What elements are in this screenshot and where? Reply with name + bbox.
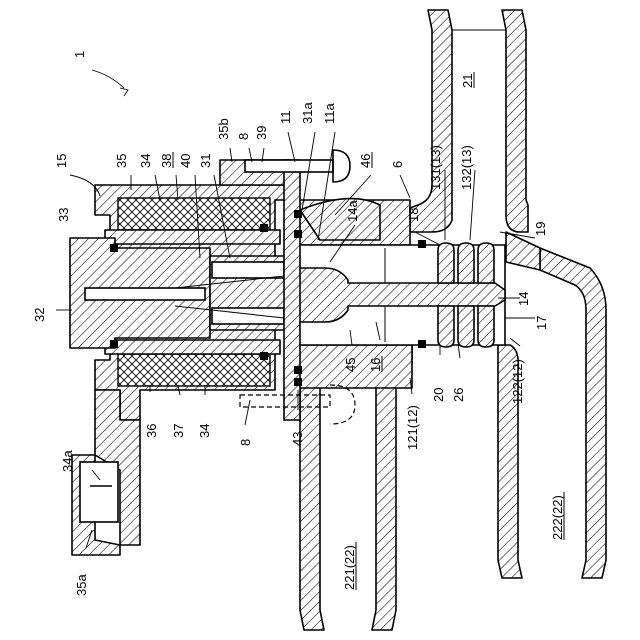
label-33: 33 [56,208,71,222]
label-36: 36 [144,424,159,438]
label-122-12: 122(12) [510,359,525,404]
label-32: 32 [32,308,47,322]
label-38: 38 [159,154,174,168]
bobbin-33 [105,230,280,244]
label-26: 26 [451,388,466,402]
label-11: 11 [278,111,293,125]
label-34a: 34a [60,450,75,472]
label-20: 20 [431,388,446,402]
label-45: 45 [343,358,358,372]
label-121-12: 121(12) [405,405,420,450]
label-18: 18 [406,208,421,222]
label-40: 40 [178,154,193,168]
label-222-22: 222(22) [550,495,565,540]
label-35b: 35b [216,118,231,140]
label-132-13: 132(13) [459,145,474,190]
coil-winding-top [118,198,270,230]
label-14: 14 [516,292,531,306]
label-6: 6 [390,161,405,168]
label-19: 19 [533,222,548,236]
label-43: 43 [290,432,305,446]
label-assembly-1: 1 [72,51,87,58]
label-34-bottom: 34 [197,424,212,438]
label-131-13: 131(13) [428,145,443,190]
label-15: 15 [54,154,69,168]
label-8-bottom: 8 [238,439,253,446]
coil-winding-bottom [118,354,270,386]
label-35a: 35a [74,574,89,596]
label-16: 16 [368,358,383,372]
label-31: 31 [198,154,213,168]
label-31a: 31a [300,102,315,124]
label-39: 39 [254,126,269,140]
label-17: 17 [534,316,549,330]
label-8-top: 8 [236,133,251,140]
fixed-core-32 [70,238,210,348]
label-221-22: 221(22) [342,545,357,590]
outlet-pipe-21 [410,10,528,232]
label-21: 21 [460,74,475,88]
label-37: 37 [171,424,186,438]
label-34-top: 34 [138,154,153,168]
label-11a: 11a [322,103,337,124]
label-14a: 14a [345,200,360,222]
label-46: 46 [358,154,373,168]
label-35: 35 [114,154,129,168]
